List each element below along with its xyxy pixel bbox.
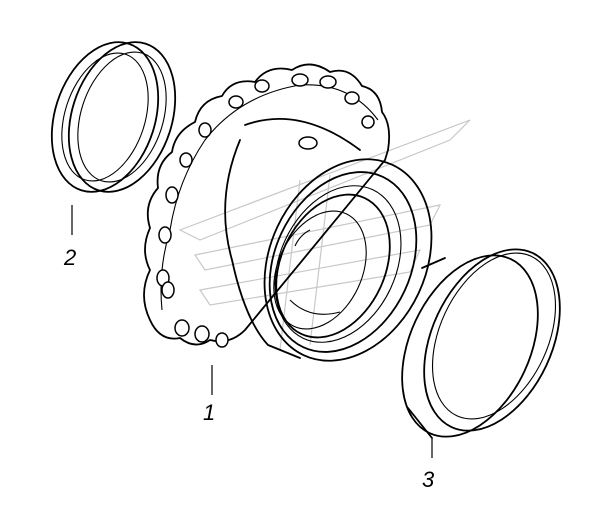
- callout-2: 2: [63, 245, 76, 270]
- bearing-ring-left: [50, 41, 177, 193]
- hub-barrel: [224, 139, 301, 359]
- hub-housing: [143, 63, 433, 362]
- callout-3: 3: [422, 467, 435, 492]
- lube-port: [298, 136, 318, 150]
- bearing-ring-right: [401, 248, 561, 439]
- callout-1: 1: [203, 400, 215, 425]
- hub-flange: [143, 63, 391, 346]
- watermark-logo: [178, 119, 471, 351]
